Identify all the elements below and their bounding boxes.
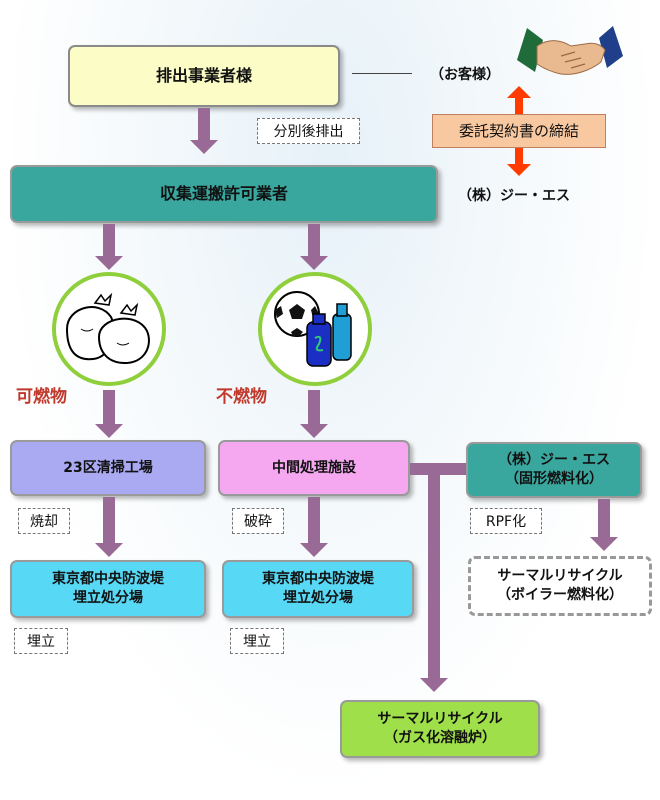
boiler-recycle-box: サーマルリサイクル （ボイラー燃料化） [468, 556, 652, 616]
contract-label: 委託契約書の締結 [458, 121, 579, 140]
arrow-shaft [598, 499, 610, 537]
arrow-shaft [308, 390, 320, 424]
nonburnable-landfill-note: 埋立 [230, 628, 284, 654]
arrow-head [300, 543, 328, 557]
arrow-head [300, 256, 328, 270]
connector-line [352, 73, 412, 74]
customer-label: （お客様） [430, 67, 500, 83]
nonburnable-icon-circle [258, 272, 372, 386]
burnable-facility-box: 23区清掃工場 [10, 440, 206, 496]
collector-box: 収集運搬許可業者 [10, 165, 438, 223]
nonburnable-process-label: 破砕 [244, 514, 272, 530]
company-label: （株）ジー・エス [458, 188, 570, 204]
discharger-box: 排出事業者様 [68, 45, 340, 107]
garbage-bags-icon [65, 292, 150, 365]
burnable-landfill-label: 東京都中央防波堤 埋立処分場 [52, 571, 164, 606]
arrow-head [95, 424, 123, 438]
contract-up-arrow [507, 86, 531, 116]
arrow-shaft [103, 390, 115, 424]
burnable-icon-circle [52, 272, 166, 386]
arrow-shaft [103, 224, 115, 256]
nonburnable-process-note: 破砕 [232, 508, 284, 534]
gs-process-note: RPF化 [470, 508, 542, 534]
arrow-head [190, 140, 218, 154]
nonburnable-label: 不燃物 [216, 387, 267, 407]
gas-recycle-label: サーマルリサイクル （ガス化溶融炉） [377, 711, 503, 746]
contract-box: 委託契約書の締結 [432, 114, 606, 148]
handshake-icon [515, 20, 625, 86]
arrow-shaft [198, 108, 210, 140]
arrow-head [590, 537, 618, 551]
collector-label: 収集運搬許可業者 [159, 184, 288, 204]
gs-fuel-label: （株）ジー・エス （固形燃料化） [498, 452, 610, 487]
gs-process-label: RPF化 [485, 514, 527, 530]
soccer-ball-bottles-icon [274, 291, 352, 367]
burnable-landfill-note: 埋立 [14, 628, 68, 654]
discharger-label: 排出事業者様 [155, 66, 252, 86]
connector-horizontal [410, 463, 468, 475]
boiler-recycle-label: サーマルリサイクル （ボイラー燃料化） [497, 568, 623, 603]
arrow-shaft [103, 497, 115, 543]
arrow-shaft [308, 224, 320, 256]
arrow-head [300, 424, 328, 438]
burnable-landfill-box: 東京都中央防波堤 埋立処分場 [10, 560, 206, 618]
connector-vertical [428, 470, 440, 680]
gas-recycle-box: サーマルリサイクル （ガス化溶融炉） [340, 700, 540, 758]
separate-note-label: 分別後排出 [273, 124, 344, 140]
nonburnable-facility-box: 中間処理施設 [218, 440, 410, 496]
separate-note: 分別後排出 [257, 118, 360, 144]
arrow-head [95, 543, 123, 557]
arrow-shaft [308, 497, 320, 543]
arrow-head [95, 256, 123, 270]
burnable-process-note: 焼却 [18, 508, 70, 534]
nonburnable-facility-label: 中間処理施設 [272, 459, 356, 476]
arrow-head [420, 678, 448, 692]
burnable-landfill-note-label: 埋立 [27, 634, 55, 650]
nonburnable-landfill-box: 東京都中央防波堤 埋立処分場 [222, 560, 414, 618]
burnable-facility-label: 23区清掃工場 [63, 459, 153, 476]
burnable-process-label: 焼却 [30, 514, 58, 530]
contract-down-arrow [507, 148, 531, 176]
burnable-label: 可燃物 [16, 387, 67, 407]
nonburnable-landfill-note-label: 埋立 [243, 634, 271, 650]
gs-fuel-box: （株）ジー・エス （固形燃料化） [466, 442, 642, 498]
nonburnable-landfill-label: 東京都中央防波堤 埋立処分場 [262, 571, 374, 606]
